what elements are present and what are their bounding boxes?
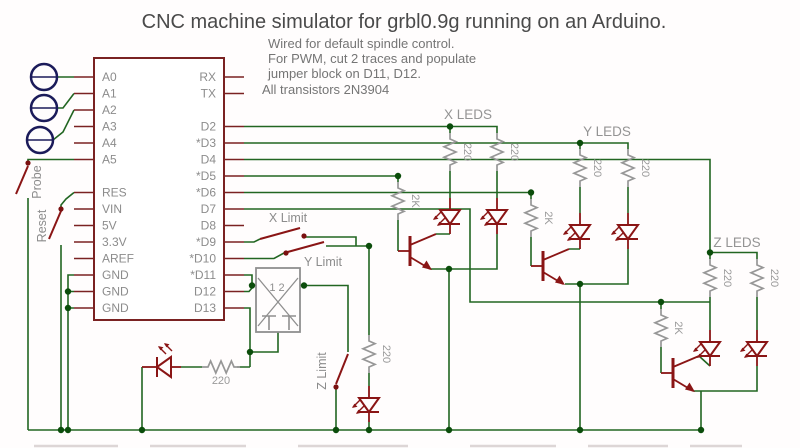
pin-label-5v: 5V [102,219,117,233]
reset-switch [48,210,62,240]
value-220-z2: 220 [768,269,780,287]
pin-label-res: RES [102,186,127,200]
pin-label-d2: D2 [201,120,217,134]
resistor-220-spindle [201,360,241,374]
pin-label-d7: D7 [201,202,217,216]
resistor-2k-x [391,181,405,221]
x-limit-switch [259,227,301,240]
chip-pin-stubs-right [224,76,244,309]
resistor-2k-z [654,308,668,348]
z-limit-switch [335,353,349,385]
chip-pin-stubs-left [74,76,94,309]
pin-label-a5: A5 [102,153,117,167]
pin-label-3v3: 3.3V [102,235,127,249]
schematic-labels: X LEDS Y LEDS Z LEDS Probe Reset X Limit… [30,107,780,390]
led-z1-icon [692,329,721,367]
transistor-z [659,354,701,394]
pin-label-d3: *D3 [196,136,216,150]
pin-label-gnd1: GND [102,268,129,282]
pin-label-gnd3: GND [102,301,129,315]
value-2k-z: 2K [672,321,684,335]
y-limit-label: Y Limit [304,255,343,269]
pin-label-d9: *D9 [196,235,216,249]
resistor-2k-y [524,198,538,238]
z-leds-label: Z LEDS [713,235,760,250]
y-limit-switch [283,241,325,254]
chip-pin-labels: A0 A1 A2 A3 A4 A5 RES VIN 5V 3.3V AREF G… [102,70,216,315]
transistor-x [396,232,438,272]
led-z2-icon [739,329,768,367]
led-x2-icon [479,197,508,235]
value-220-y2: 220 [639,159,651,177]
value-220-limit: 220 [380,345,392,363]
wire-x-group [397,171,498,430]
resistor-220-limit [362,334,376,374]
pin-label-d11: *D11 [190,268,216,282]
resistor-220-z1 [703,258,717,298]
probe-label: Probe [30,165,44,198]
pin-label-gnd2: GND [102,285,129,299]
value-220-y1: 220 [591,159,603,177]
jumper-block: 1 2 [255,267,301,333]
resistor-220-y2 [621,148,635,188]
y-leds-label: Y LEDS [583,124,631,139]
pin-label-d5: *D5 [196,169,216,183]
wire-z-group [660,297,758,430]
value-220-x2: 220 [508,143,520,161]
note-line-2: For PWM, cut 2 traces and populate [268,51,476,66]
led-y2-icon [610,212,639,250]
pin-label-a2: A2 [102,103,117,117]
value-2k-y: 2K [542,211,554,225]
pin-label-d8: D8 [201,219,217,233]
resistor-220-y1 [573,148,587,188]
note-line-3: jumper block on D11, D12. [267,66,421,81]
x-limit-label: X Limit [269,211,308,225]
connector-wipers [27,76,57,141]
wire-limits-jumper [141,236,370,430]
pin-label-rx: RX [199,70,216,84]
x-leds-label: X LEDS [444,107,492,122]
leds [141,197,768,423]
led-x1-icon [432,197,461,235]
led-spindle-icon [141,342,182,378]
pin-label-vin: VIN [102,202,122,216]
switches [15,160,349,390]
jumper-pin-numbers: 1 2 [269,282,284,294]
resistor-220-x1 [443,132,457,172]
junction-dots [57,123,714,434]
value-220-x1: 220 [461,143,473,161]
arduino-chip-body [93,57,225,321]
analog-connectors [25,62,59,155]
probe-switch [15,165,29,195]
resistor-220-z2 [750,258,764,298]
transistors [396,232,701,394]
wire-left-side [27,76,75,430]
note-line-4: All transistors 2N3904 [262,82,389,97]
pin-label-aref: AREF [102,252,134,266]
z-limit-label: Z Limit [315,352,329,390]
pin-label-a4: A4 [102,136,117,150]
note-line-1: Wired for default spindle control. [268,36,454,51]
led-y1-icon [562,212,591,250]
pin-label-a0: A0 [102,70,117,84]
resistor-220-x2 [490,132,504,172]
led-limit-icon [351,385,380,423]
transistor-y [529,247,571,287]
value-220-spindle: 220 [212,375,230,387]
wire-y-group [530,187,629,430]
pin-label-tx: TX [201,87,216,101]
pin-label-a1: A1 [102,87,117,101]
page-title: CNC machine simulator for grbl0.9g runni… [142,11,667,33]
pin-label-d6: *D6 [196,186,216,200]
reset-label: Reset [35,209,49,242]
value-220-z1: 220 [721,269,733,287]
pin-label-d12: D12 [194,285,216,299]
pin-label-d13: D13 [194,301,216,315]
pin-label-d10: *D10 [189,252,216,266]
pin-label-d4: D4 [201,153,217,167]
pin-label-a3: A3 [102,120,117,134]
value-2k-x: 2K [409,194,421,208]
